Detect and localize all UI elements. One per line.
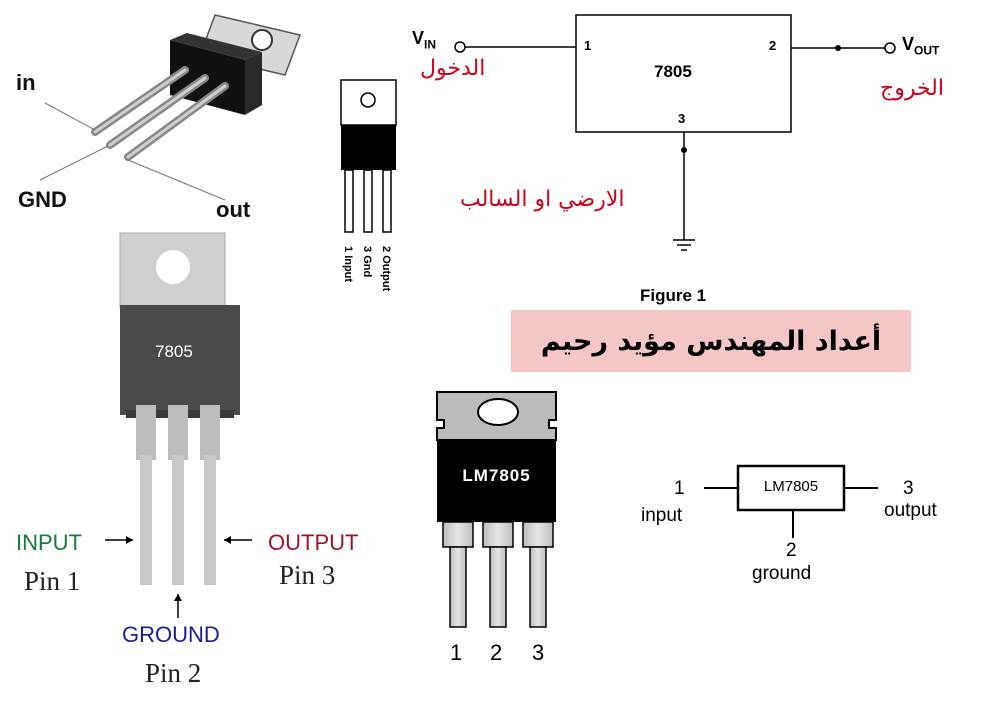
block-pin1-name: input: [641, 505, 683, 526]
ground-arabic-label: الارضي او السالب: [460, 187, 625, 212]
small-pinout-labels: 1 Input 3 Gnd 2 Output: [338, 240, 418, 300]
output-label: OUTPUT: [268, 530, 359, 555]
photo-label-in: in: [16, 70, 36, 95]
lm7805-block-diagram: [704, 464, 878, 538]
lm-pin-2: 2: [490, 640, 503, 665]
small-pin-1: 1 Input: [342, 246, 354, 283]
lm-chip-label: LM7805: [462, 466, 531, 485]
photo-label-gnd: GND: [18, 187, 67, 212]
figure-caption: Figure 1: [640, 286, 707, 305]
vout-label: VOUT: [902, 34, 940, 58]
block-pin3-name: output: [884, 500, 937, 521]
block-pin2-name: ground: [752, 563, 812, 584]
pin1-number: 1: [584, 38, 592, 53]
photo-3d-transistor: [39, 14, 302, 201]
small-pinout-package: [340, 79, 397, 233]
regulator-schematic: [454, 14, 896, 251]
input-arabic-label: الدخول: [420, 56, 486, 81]
small-pin-3: 3 Gnd: [361, 246, 373, 278]
vin-label: VIN: [412, 28, 437, 52]
schematic-chip-label: 7805: [654, 62, 692, 81]
lm7805-package: [436, 391, 557, 628]
input-label: INPUT: [16, 530, 82, 555]
photo-label-out: out: [216, 197, 251, 222]
lm-pin-1: 1: [450, 640, 463, 665]
output-pin-label: Pin 3: [279, 560, 336, 590]
lm-pin-3: 3: [532, 640, 545, 665]
author-banner-bg: [511, 310, 911, 372]
block-chip-label: LM7805: [763, 478, 819, 495]
pin3-number: 3: [678, 111, 686, 126]
ground-pin-label: Pin 2: [145, 658, 202, 688]
large-7805-package: [105, 232, 252, 618]
block-pin3-number: 3: [903, 478, 914, 499]
author-banner: أعداد المهندس مؤيد رحيم: [540, 325, 882, 357]
pin2-number: 2: [769, 38, 777, 53]
block-pin2-number: 2: [786, 540, 797, 561]
large-chip-label: 7805: [155, 342, 193, 361]
small-pin-2: 2 Output: [380, 246, 392, 292]
ground-label: GROUND: [122, 622, 220, 647]
input-pin-label: Pin 1: [24, 566, 81, 596]
block-pin1-number: 1: [674, 478, 685, 499]
output-arabic-label: الخروج: [880, 76, 944, 101]
